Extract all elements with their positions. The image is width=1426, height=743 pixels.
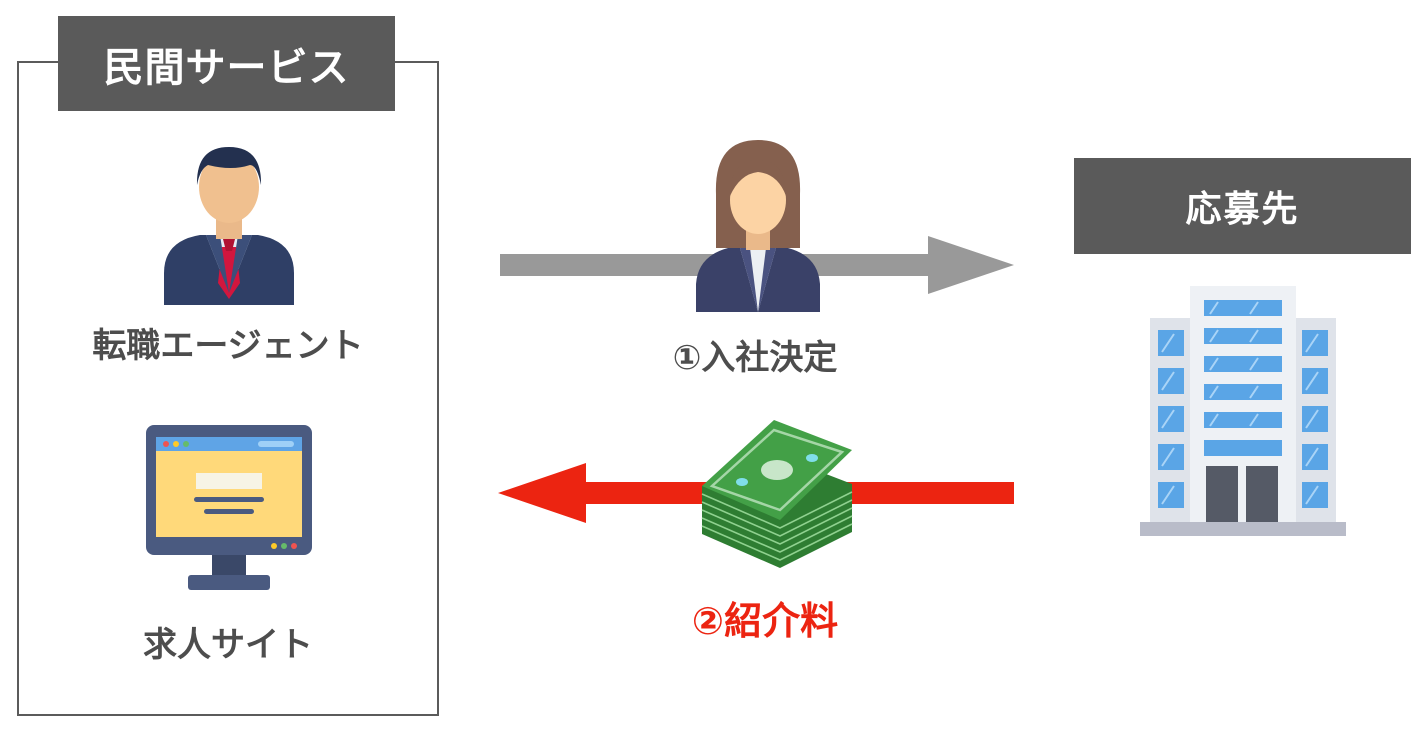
destination-title: 応募先 xyxy=(1074,158,1411,254)
cash-stack-icon xyxy=(701,420,853,568)
businessman-icon xyxy=(164,147,294,305)
businesswoman-icon xyxy=(696,140,820,312)
site-label: 求人サイト xyxy=(143,625,313,665)
monitor-icon xyxy=(146,425,312,590)
group-title: 民間サービス xyxy=(58,16,395,111)
step2-label: ②紹介料 xyxy=(691,599,839,643)
agent-label: 転職エージェント xyxy=(92,326,364,366)
office-building-icon xyxy=(1140,286,1346,536)
step1-label: ①入社決定 xyxy=(672,338,838,378)
